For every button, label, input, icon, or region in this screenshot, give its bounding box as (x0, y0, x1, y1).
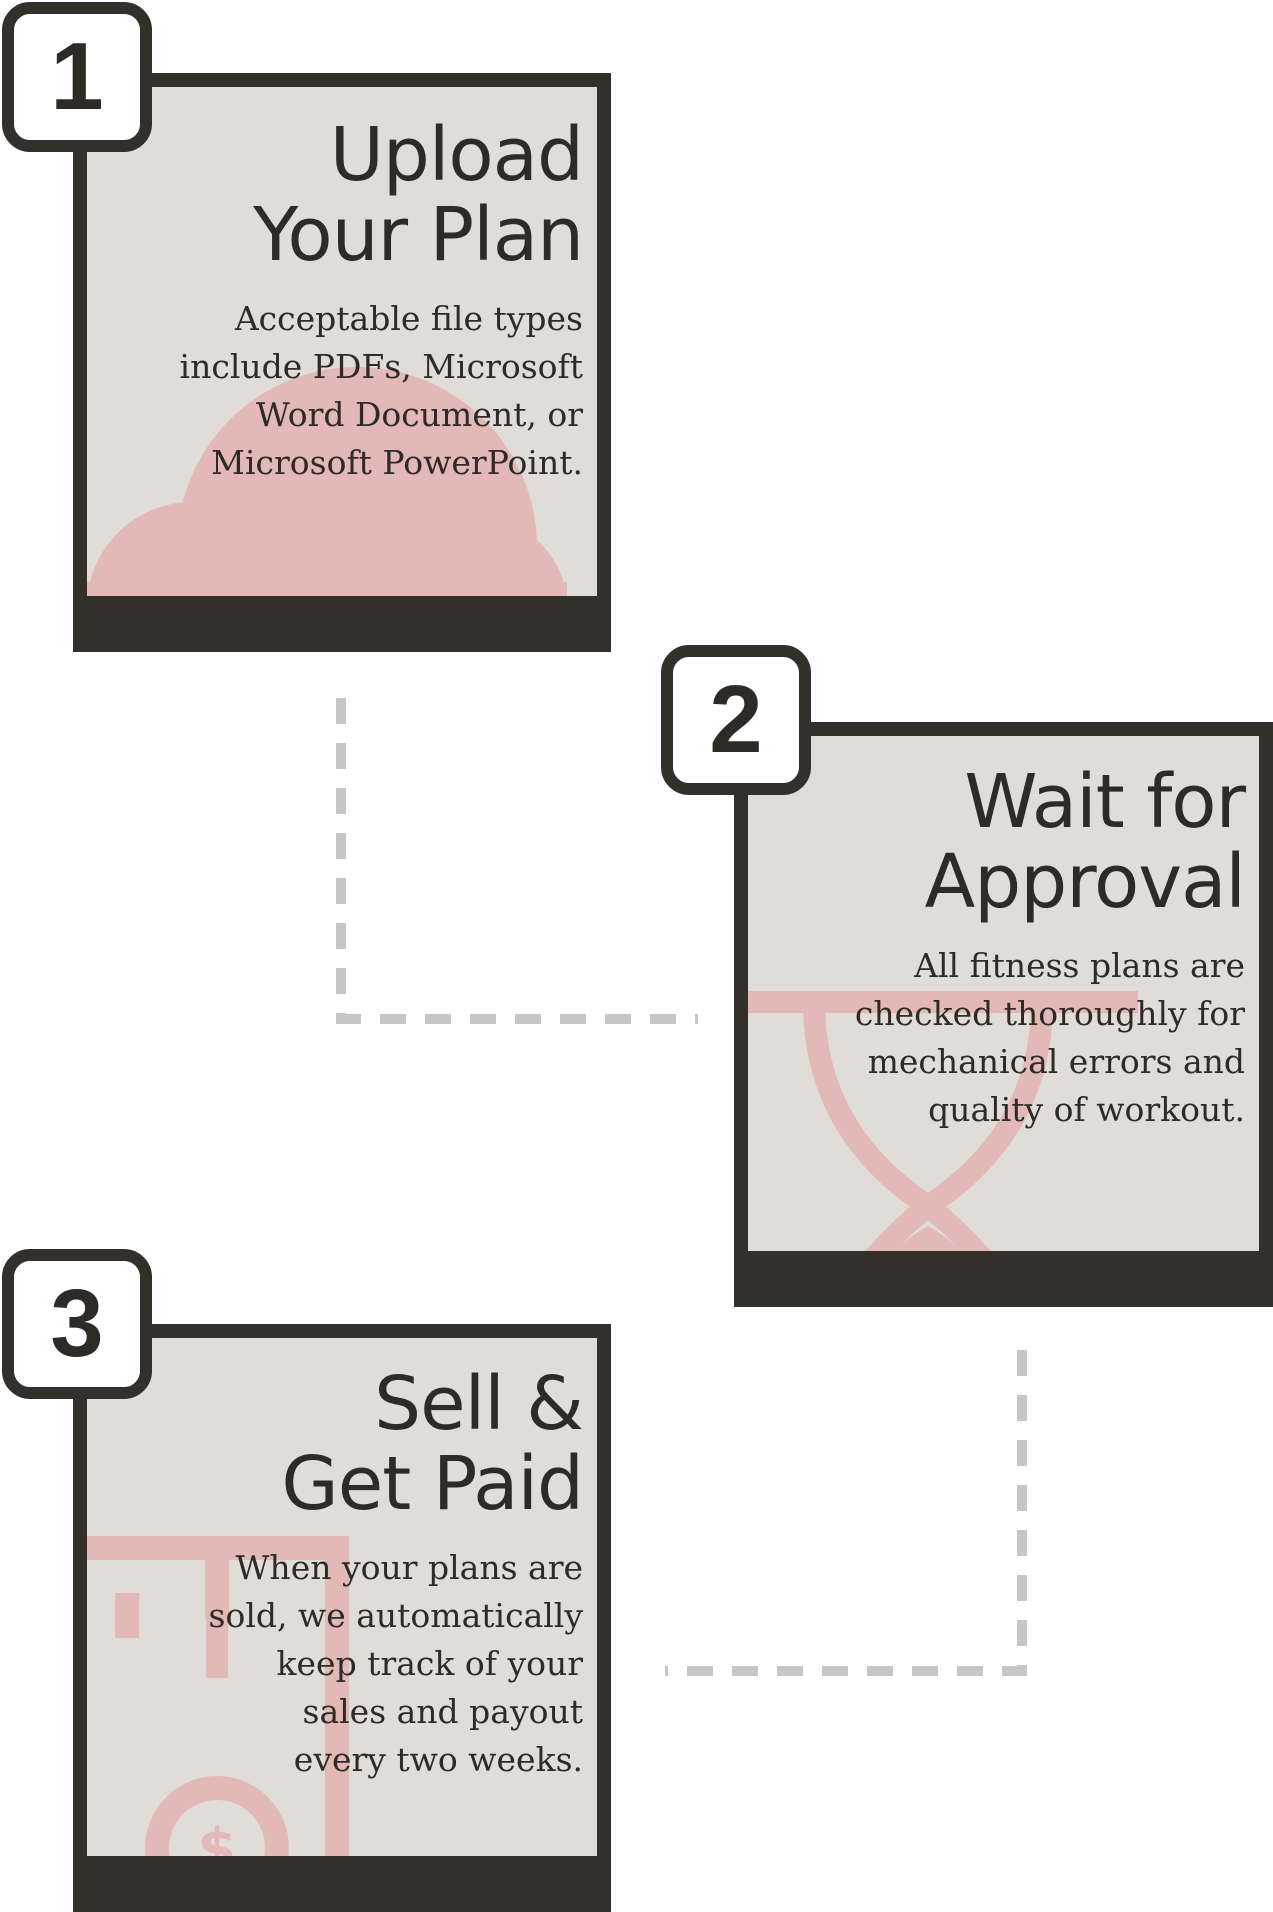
step-description-line: every two weeks. (293, 1740, 583, 1779)
step-card-upload: Upload Your Plan Acceptable file types i… (73, 73, 611, 652)
step-description-line: sold, we automatically (208, 1596, 583, 1635)
step-description: When your plans are sold, we automatical… (209, 1544, 583, 1784)
step-title-line: Your Plan (253, 192, 584, 278)
step-description-line: Microsoft PowerPoint. (211, 443, 583, 482)
step-title-line: Approval (924, 839, 1246, 925)
step-title: Upload Your Plan (253, 112, 584, 278)
step-title-line: Get Paid (281, 1441, 584, 1527)
step-number-badge: 1 (2, 2, 152, 152)
step-number: 3 (50, 1270, 104, 1377)
step-title-line: Wait for (964, 759, 1246, 845)
connector-step1-to-step2 (336, 698, 698, 1024)
step-card-approval: Wait for Approval All fitness plans are … (734, 722, 1273, 1307)
step-description-line: sales and payout (302, 1692, 583, 1731)
connector-step2-to-step3 (665, 1350, 1027, 1676)
step-number: 2 (709, 666, 763, 773)
step-description-line: When your plans are (235, 1548, 583, 1587)
step-title-line: Upload (329, 112, 584, 198)
step-description-line: keep track of your (276, 1644, 583, 1683)
step-number-badge: 3 (2, 1249, 152, 1399)
step-title: Wait for Approval (924, 759, 1246, 925)
step-description-line: All fitness plans are (914, 946, 1245, 985)
step-title: Sell & Get Paid (281, 1361, 584, 1527)
step-description-line: mechanical errors and (867, 1042, 1245, 1081)
step-description: Acceptable file types include PDFs, Micr… (180, 295, 583, 487)
money-bill-icon: $ (87, 1536, 349, 1898)
step-description-line: quality of workout. (928, 1090, 1245, 1129)
step-number: 1 (50, 23, 104, 130)
step-description-line: checked thoroughly for (854, 994, 1245, 1033)
card-footer-bar (87, 1856, 597, 1898)
step-description-line: Word Document, or (256, 395, 583, 434)
step-description: All fitness plans are checked thoroughly… (855, 942, 1245, 1134)
step-title-line: Sell & (374, 1361, 584, 1447)
step-number-badge: 2 (661, 645, 811, 795)
card-footer-bar (87, 596, 597, 638)
card-footer-bar (748, 1251, 1259, 1293)
step-card-payment: $ Sell & Get Paid When your plans are so… (73, 1324, 611, 1912)
step-description-line: Acceptable file types (234, 299, 583, 338)
step-description-line: include PDFs, Microsoft (179, 347, 583, 386)
